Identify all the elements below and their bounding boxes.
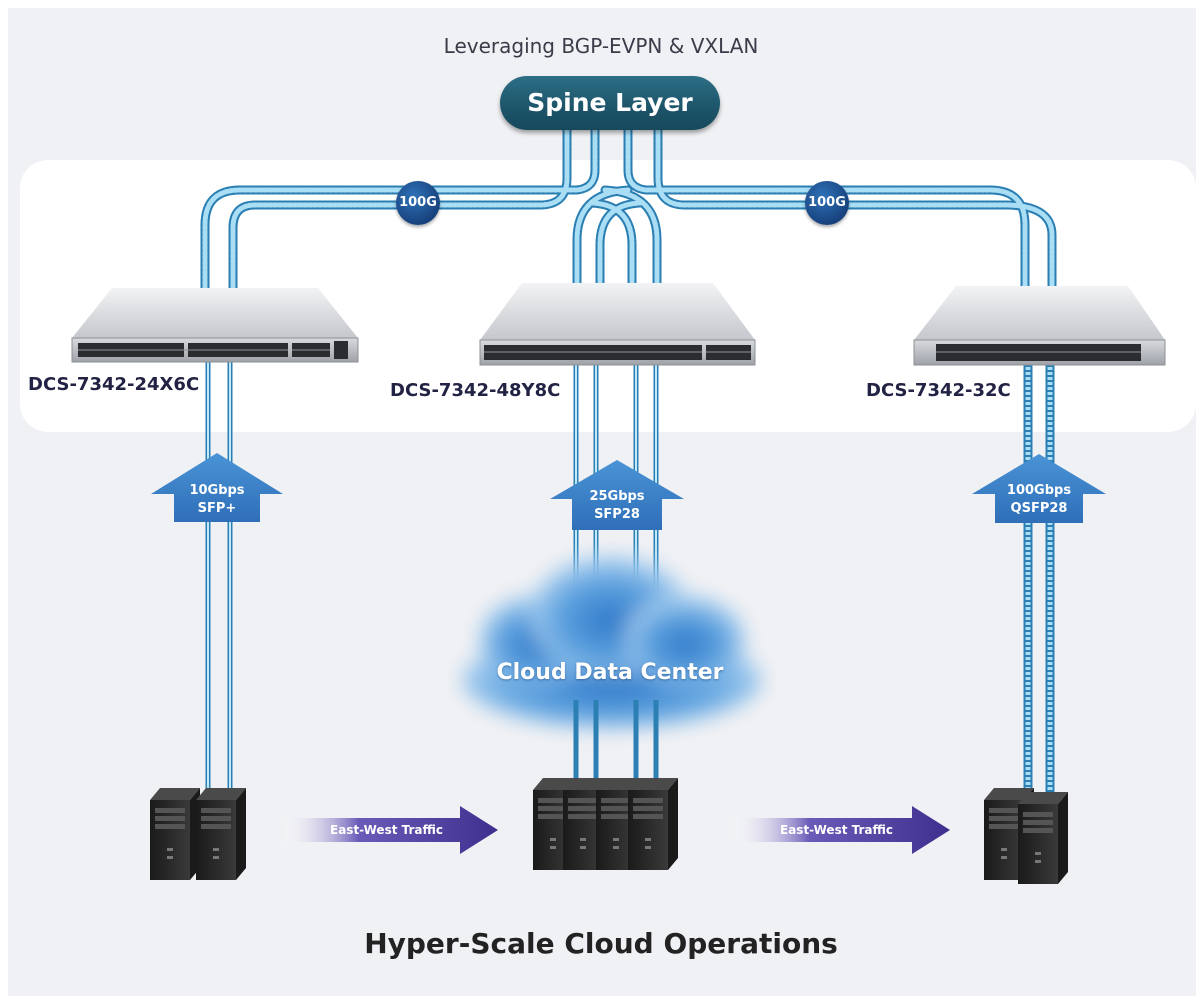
uplink-speed-badge-2: 100G [805,181,849,225]
switch-dcs-7342-48y8c [479,283,756,366]
spine-layer-node [500,76,720,130]
downlink-speed-3: 100Gbps [1006,483,1072,498]
switch-dcs-7342-24x6c [71,288,359,363]
downlink-label-3: 100Gbps QSFP28 [995,482,1083,518]
footer-title: Hyper-Scale Cloud Operations [364,927,838,960]
switch-dcs-7342-32c [913,286,1166,366]
switch-model-label-2: DCS-7342-48Y8C [390,380,561,401]
cloud-data-center [462,555,762,728]
downlink-label-1: 10Gbps SFP+ [174,482,260,518]
cloud-label: Cloud Data Center [496,660,724,685]
downlink-speed-2: 25Gbps [589,489,645,504]
uplink-cables [200,125,1057,295]
server-group-1 [150,788,246,880]
spine-layer-label: Spine Layer [527,88,693,117]
switch-model-label-1: DCS-7342-24X6C [28,374,200,395]
upload-arrow-3 [972,454,1106,523]
east-west-arrow-1 [284,806,498,854]
subtitle: Leveraging BGP-EVPN & VXLAN [443,34,759,58]
downlink-speed-1: 10Gbps [189,483,245,498]
downlink-interface-3: QSFP28 [1010,501,1068,516]
uplink-speed-badge-1: 100G [396,181,440,225]
switch-model-label-3: DCS-7342-32C [866,380,1011,401]
east-west-label-2: East-West Traffic [780,823,893,837]
upload-arrow-2 [550,460,684,530]
upload-arrow-1 [151,453,283,522]
downlink-interface-1: SFP+ [197,501,237,516]
downlink-interface-2: SFP28 [594,507,640,522]
downlink-label-2: 25Gbps SFP28 [572,488,662,524]
east-west-arrow-2 [734,806,950,854]
server-group-3 [984,788,1068,884]
east-west-label-1: East-West Traffic [330,823,443,837]
server-group-2 [533,778,678,870]
